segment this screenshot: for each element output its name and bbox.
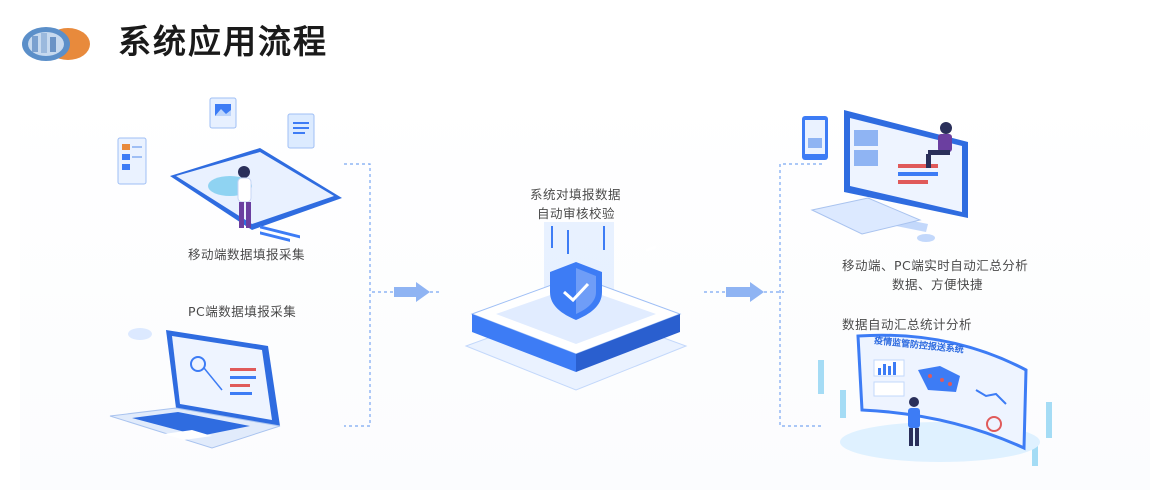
desktop-illustration — [802, 110, 968, 242]
page-title: 系统应用流程 — [118, 22, 328, 61]
logo-icon — [22, 27, 90, 61]
summary-label-line2: 数据、方便快捷 — [892, 277, 984, 292]
shield-icon — [550, 262, 602, 320]
header: 系统应用流程 — [0, 0, 1166, 80]
left-bracket-connector — [344, 163, 371, 427]
floating-image-card-icon — [209, 97, 237, 129]
dashboard-illustration — [818, 333, 1052, 466]
tablet-icon — [802, 116, 828, 160]
monitor-icon — [810, 110, 968, 242]
floating-document-card-icon — [287, 113, 315, 149]
summary-label-line1: 移动端、PC端实时自动汇总分析 — [842, 258, 1029, 273]
pc-collection-label: PC端数据填报采集 — [188, 304, 297, 319]
person-icon — [237, 166, 252, 228]
laptop-icon — [109, 330, 281, 449]
arrow-right-icon — [704, 282, 784, 302]
platform-icon — [464, 245, 688, 391]
right-bracket-connector — [779, 163, 822, 427]
cloud-icon — [128, 328, 152, 340]
mobile-collection-label: 移动端数据填报采集 — [188, 247, 306, 262]
person-sitting-icon — [926, 122, 952, 168]
phone-icon — [170, 148, 342, 242]
center-label-line1: 系统对填报数据 — [530, 187, 622, 202]
stats-label: 数据自动汇总统计分析 — [842, 317, 973, 332]
mobile-phone-illustration — [117, 97, 342, 242]
server-shield-illustration — [464, 222, 688, 391]
center-label-line2: 自动审核校验 — [537, 206, 616, 221]
laptop-illustration — [109, 328, 281, 449]
floating-list-card-icon — [117, 137, 147, 185]
presenter-icon — [908, 397, 920, 446]
glow-pillars — [818, 360, 1052, 466]
arrow-right-icon — [372, 282, 442, 302]
